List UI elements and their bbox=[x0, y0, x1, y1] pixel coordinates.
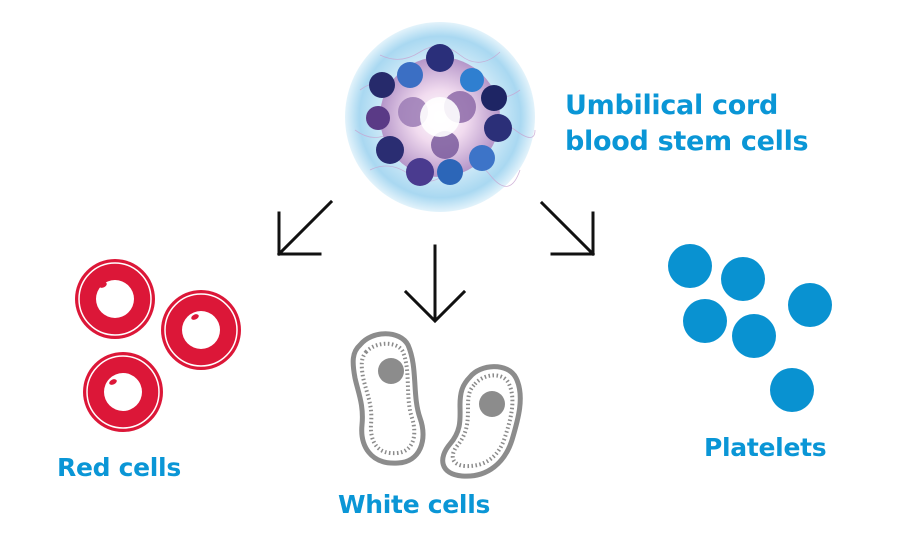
red-blood-cell-icon bbox=[75, 259, 155, 339]
arrow-down-icon bbox=[403, 244, 467, 324]
arrow-down-right-icon bbox=[539, 200, 596, 257]
platelets-group bbox=[668, 244, 832, 412]
platelets-label: Platelets bbox=[704, 433, 827, 462]
red-cells-group bbox=[75, 259, 241, 432]
stem-cells-label-line1: Umbilical cord bbox=[565, 90, 779, 121]
white-blood-cell-icon bbox=[440, 364, 523, 479]
stem-cell-sphere-icon bbox=[345, 22, 536, 212]
red-cells-label: Red cells bbox=[57, 453, 181, 482]
platelet-icon bbox=[770, 368, 814, 412]
white-cells-group bbox=[350, 331, 523, 479]
stem-cells-label: Umbilical cord blood stem cells bbox=[565, 88, 809, 160]
platelet-icon bbox=[668, 244, 712, 288]
platelet-icon bbox=[788, 283, 832, 327]
white-blood-cell-icon bbox=[350, 331, 426, 466]
red-blood-cell-icon bbox=[83, 352, 163, 432]
platelet-icon bbox=[732, 314, 776, 358]
platelet-icon bbox=[683, 299, 727, 343]
arrow-down-left-icon bbox=[276, 199, 334, 257]
platelet-icon bbox=[721, 257, 765, 301]
stem-cells-label-line2: blood stem cells bbox=[565, 126, 809, 157]
white-cells-label: White cells bbox=[338, 490, 491, 519]
red-blood-cell-icon bbox=[161, 290, 241, 370]
